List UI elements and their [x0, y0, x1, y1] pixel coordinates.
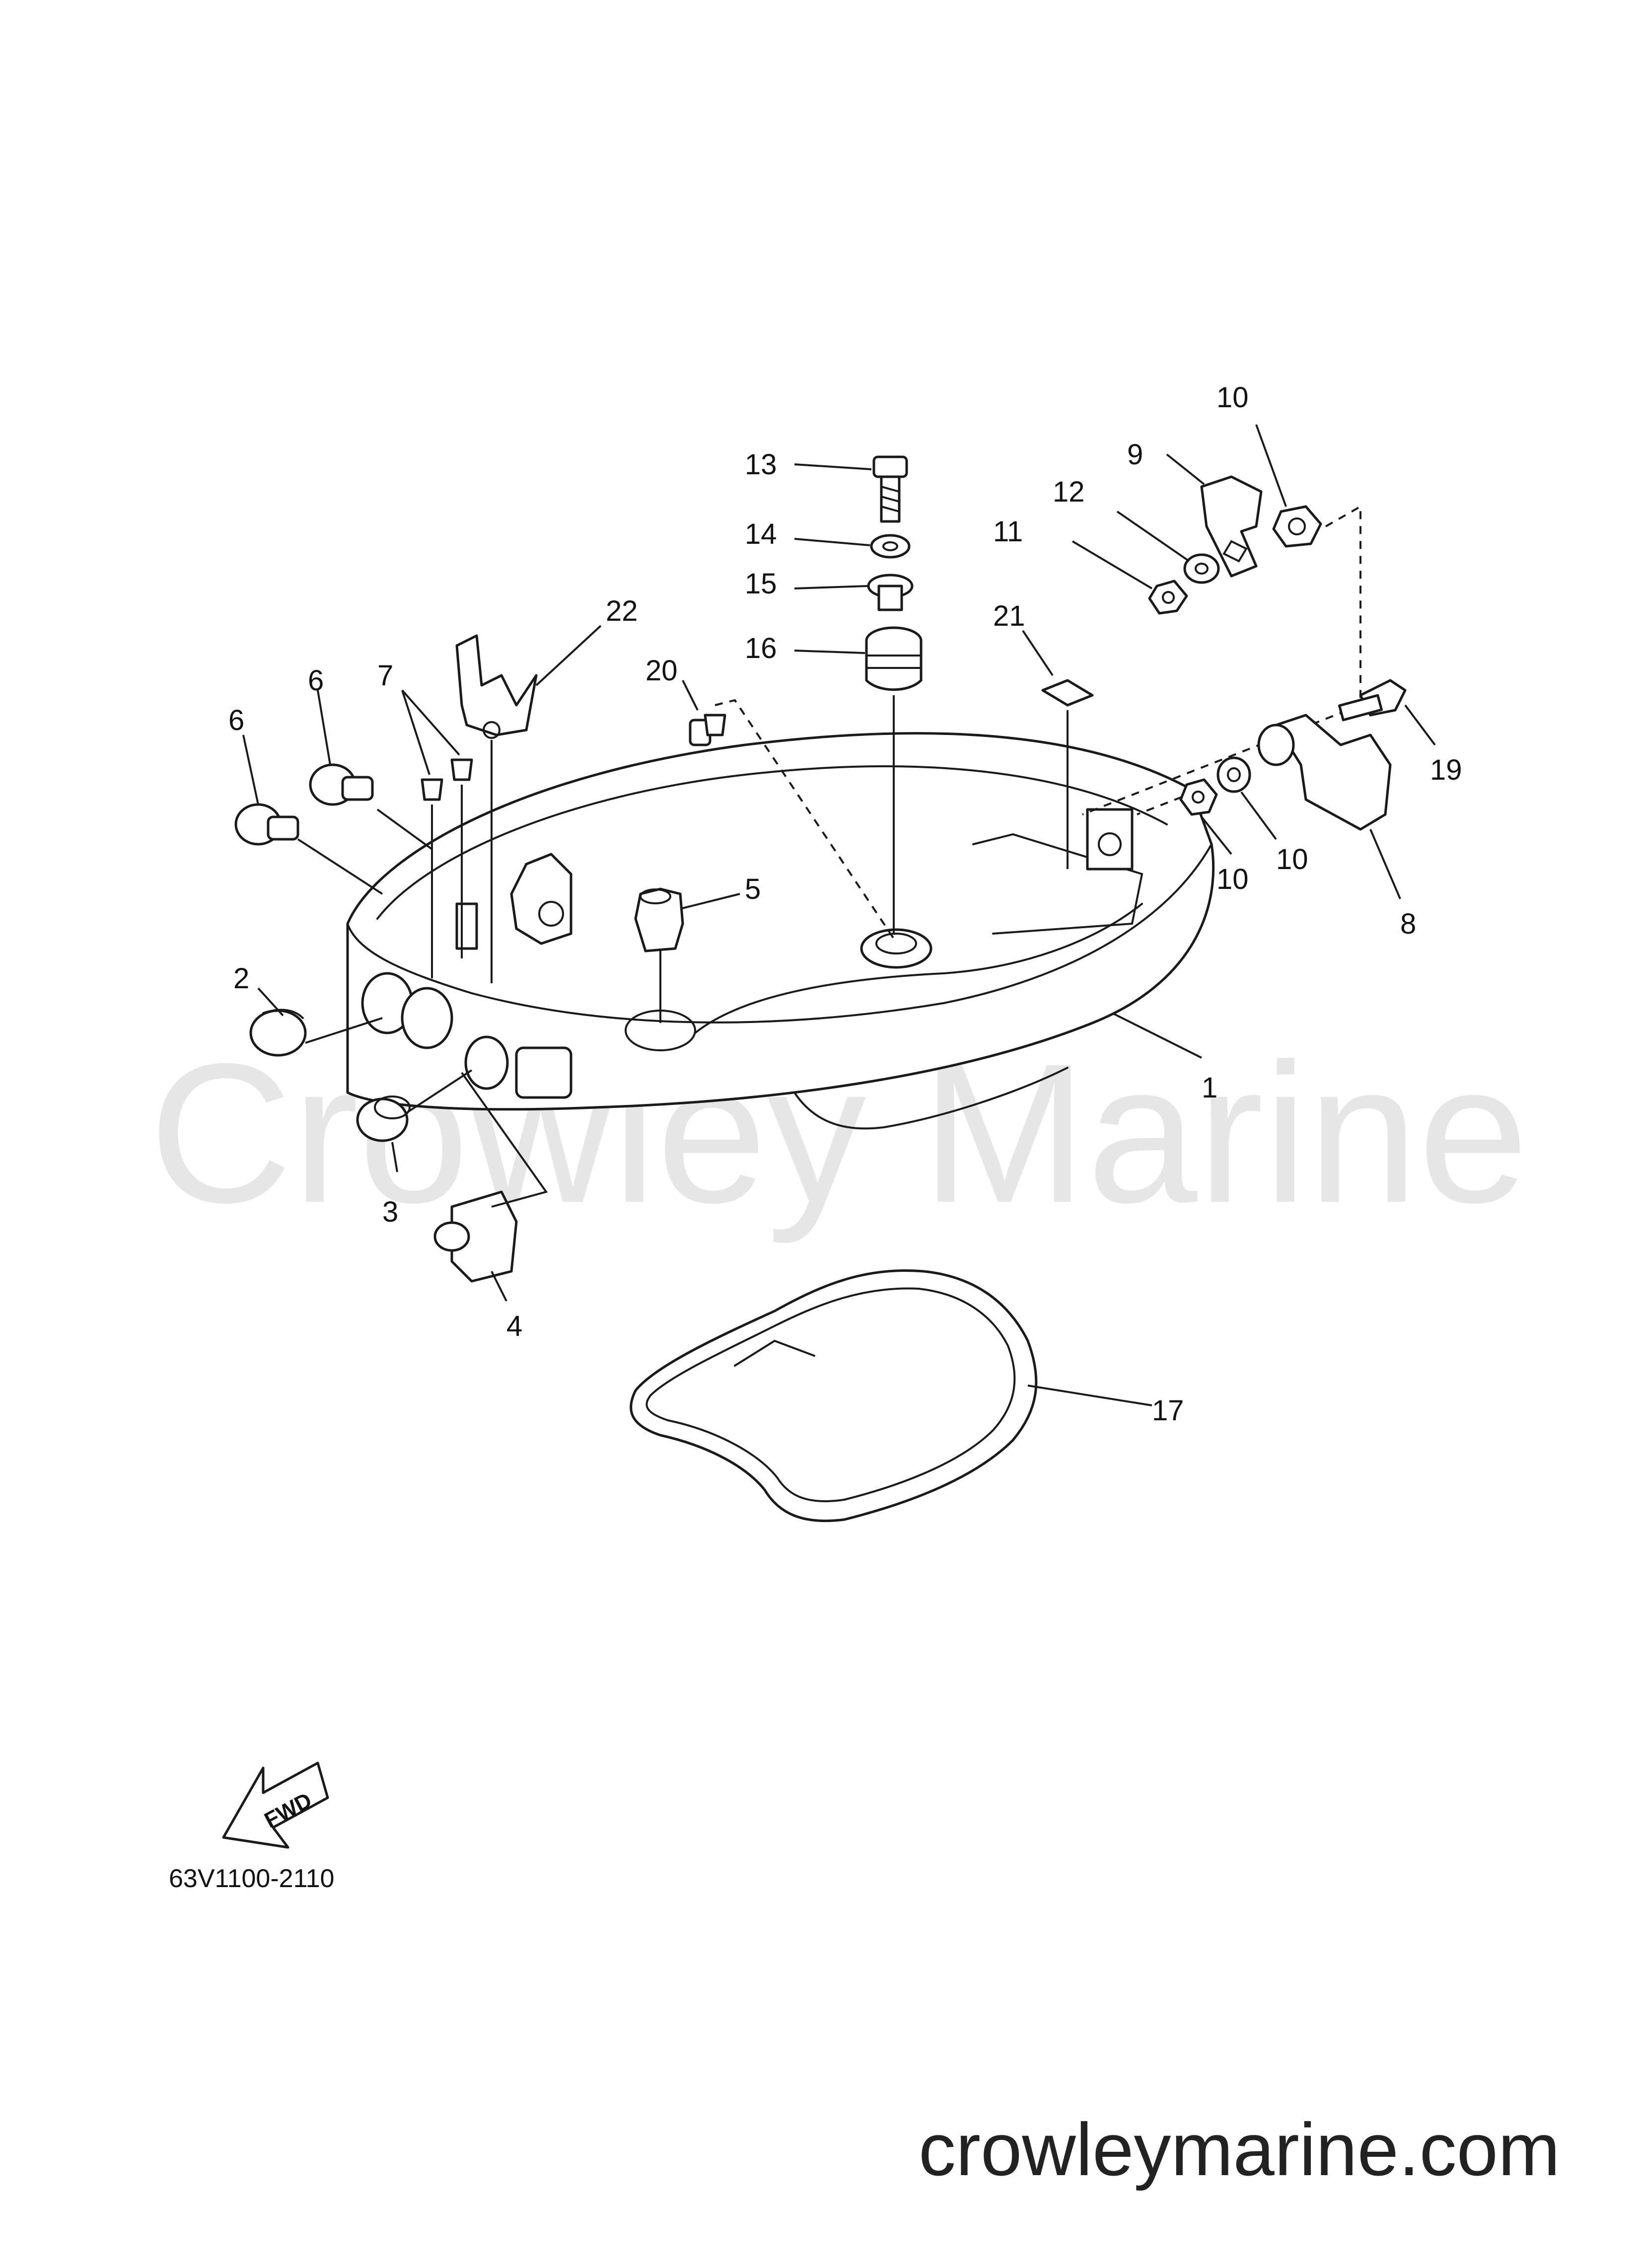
part-17-collar	[867, 574, 914, 611]
part-22-label	[1041, 679, 1094, 707]
website-text: crowleymarine.com	[919, 2108, 1560, 2191]
callout-2: 2	[233, 962, 249, 995]
part-6-pin-b	[309, 763, 374, 806]
callout-8: 8	[1400, 908, 1416, 940]
part-5-clip	[634, 887, 684, 952]
callout-16: 14	[745, 518, 777, 550]
part-7-pins	[421, 758, 473, 801]
callout-22: 21	[993, 600, 1025, 632]
callout-18: 16	[745, 632, 777, 664]
part-12-washer	[1183, 553, 1220, 584]
part-16-washer	[870, 534, 911, 559]
part-10-nut-b	[1179, 778, 1218, 816]
part-6-pin-a	[234, 803, 299, 846]
part-19-gasket	[630, 1269, 1038, 1522]
callout-1: 1	[1202, 1072, 1217, 1104]
callout-17: 15	[745, 568, 777, 600]
part-15-bolt	[872, 455, 908, 523]
part-9-bracket	[1200, 475, 1263, 578]
part-10-nut-a	[1272, 505, 1322, 548]
part-14-nut	[1148, 580, 1188, 615]
callout-14: 11	[993, 515, 1023, 548]
callout-10a: 10	[1216, 381, 1249, 414]
callout-12: 12	[1053, 476, 1085, 508]
diagram-code: 63V1100-2110	[169, 1864, 334, 1893]
part-21-clip	[455, 634, 538, 739]
part-4-grommet	[433, 1190, 518, 1283]
callout-11: 10	[1276, 843, 1308, 876]
callout-21: 22	[606, 595, 638, 627]
part-18-grommet	[865, 626, 923, 691]
fwd-arrow-icon: FWD	[222, 1761, 329, 1849]
callout-19: 17	[1152, 1394, 1184, 1427]
callout-15: 13	[745, 448, 777, 481]
part-13-bolt	[1338, 679, 1407, 722]
part-8-bracket	[1257, 714, 1392, 831]
callout-6b: 6	[308, 664, 324, 697]
callout-6a: 6	[228, 704, 244, 736]
part-20-screw	[689, 714, 726, 746]
callout-3: 3	[382, 1196, 398, 1228]
callout-5: 5	[745, 873, 761, 905]
part-3-grommet	[356, 1096, 411, 1142]
part-2-plug	[249, 1009, 307, 1057]
part-1-bottom-cowling	[346, 732, 1215, 1130]
callout-9: 9	[1127, 439, 1143, 471]
part-11-lockwasher	[1216, 756, 1251, 793]
callout-4: 4	[506, 1310, 522, 1342]
callout-20: 20	[645, 655, 678, 687]
callout-10b: 10	[1216, 863, 1249, 895]
callout-13: 19	[1430, 754, 1462, 786]
callout-7: 7	[377, 659, 393, 692]
